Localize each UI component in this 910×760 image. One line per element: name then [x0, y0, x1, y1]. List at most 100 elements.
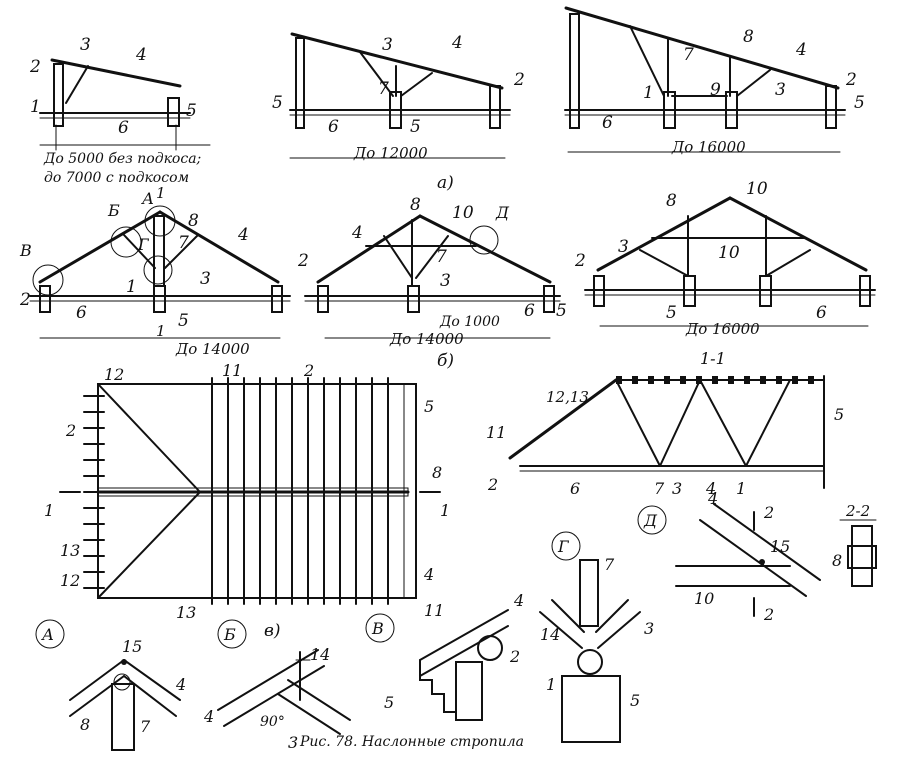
svg-text:4: 4: [451, 33, 463, 53]
svg-text:Г: Г: [557, 537, 570, 556]
svg-text:10: 10: [694, 589, 714, 608]
svg-text:В: В: [19, 241, 32, 260]
svg-text:6: 6: [524, 301, 535, 321]
section-purlin: [792, 376, 798, 384]
caption: Рис. 78. Наслонные стропила: [299, 734, 524, 750]
svg-text:8: 8: [432, 463, 442, 482]
svg-text:14: 14: [540, 625, 560, 644]
svg-text:6: 6: [816, 303, 827, 323]
section-1-1: 1-1: [700, 349, 726, 368]
span-a3: До 16000: [671, 138, 746, 156]
svg-text:3: 3: [382, 35, 393, 55]
section-purlin: [728, 376, 734, 384]
post-left: [53, 63, 64, 127]
svg-text:Г: Г: [137, 235, 150, 254]
section-purlin: [760, 376, 766, 384]
fig-a3: 1 7 9 8 3 4 2 5 6 До 16000: [564, 6, 865, 156]
svg-text:6: 6: [76, 303, 87, 323]
svg-text:6: 6: [602, 113, 613, 133]
svg-text:7: 7: [683, 45, 694, 65]
svg-text:5: 5: [424, 397, 434, 416]
svg-text:7: 7: [178, 233, 189, 253]
svg-text:5: 5: [834, 405, 844, 424]
svg-text:11: 11: [424, 601, 444, 620]
node-detail-G: Г 7 14 3 1 5: [539, 531, 654, 743]
fig-a2: 5 3 4 7 2 6 5 До 12000: [272, 32, 525, 162]
svg-text:2: 2: [65, 421, 76, 440]
svg-text:10: 10: [452, 203, 474, 223]
svg-text:5: 5: [384, 693, 394, 712]
svg-text:5: 5: [272, 93, 283, 113]
svg-text:2: 2: [509, 647, 520, 666]
svg-text:7: 7: [378, 79, 389, 99]
svg-text:3: 3: [644, 619, 654, 638]
node-detail-D: Д 4 15 10 2 2: [637, 489, 821, 624]
span-a1: До 5000 без подкоса;: [43, 151, 201, 167]
node-detail-A: А 15 4 8 7: [35, 619, 186, 751]
svg-text:1: 1: [736, 479, 746, 498]
sub-v: в): [264, 621, 281, 641]
svg-text:7: 7: [436, 247, 447, 267]
svg-text:8: 8: [666, 191, 677, 211]
svg-text:4: 4: [351, 223, 363, 243]
lbl-1213: 12,13: [546, 388, 589, 406]
section-purlin: [776, 376, 782, 384]
plan-v: 1 1 12 11 2 5 2 8 4 13 12 13: [44, 361, 450, 622]
span-a1b: до 7000 с подкосом: [44, 170, 189, 186]
svg-text:11: 11: [486, 423, 506, 442]
svg-text:Д: Д: [643, 511, 658, 530]
lbl-4a: 4: [135, 45, 147, 65]
svg-text:2: 2: [303, 361, 314, 380]
section-purlin: [808, 376, 814, 384]
fig-b1: А Б Г В 8 7 4 3 1 2 6 5 1 1 До 14000: [19, 184, 291, 358]
lbl-3a: 3: [80, 35, 91, 55]
svg-text:10: 10: [746, 179, 768, 199]
section-purlin: [680, 376, 686, 384]
svg-text:3: 3: [288, 733, 298, 752]
sub-a: а): [437, 173, 454, 193]
svg-text:8: 8: [188, 211, 199, 231]
svg-text:В: В: [371, 619, 384, 638]
svg-text:6: 6: [570, 479, 580, 498]
section-purlin: [632, 376, 638, 384]
svg-text:5: 5: [410, 117, 421, 137]
svg-text:2: 2: [845, 70, 857, 90]
svg-text:7: 7: [654, 479, 665, 498]
lbl-6a: 6: [118, 118, 129, 138]
svg-text:4: 4: [795, 40, 807, 60]
sub-b: б): [437, 351, 454, 371]
span-b1: До 14000: [175, 340, 250, 358]
svg-text:1: 1: [126, 277, 137, 297]
svg-text:4: 4: [175, 675, 186, 694]
svg-text:8: 8: [832, 551, 842, 570]
svg-text:3: 3: [618, 237, 629, 257]
rafter: [50, 58, 182, 88]
svg-text:14: 14: [310, 645, 330, 664]
section-purlin: [664, 376, 670, 384]
section-1-1-drawing: 12,13 11 2 6 7 3 4 1 5: [486, 375, 844, 498]
node-detail-V: В 11 4 2 5: [365, 591, 524, 721]
svg-text:1: 1: [643, 83, 654, 103]
span-b3: До 16000: [685, 320, 760, 338]
section-purlin: [712, 376, 718, 384]
svg-text:5: 5: [630, 691, 640, 710]
lbl-1a: 1: [30, 97, 41, 117]
svg-text:7: 7: [604, 555, 615, 574]
svg-text:Б: Б: [223, 625, 236, 644]
svg-text:8: 8: [80, 715, 90, 734]
span-b2: До 14000: [389, 330, 464, 348]
svg-text:12: 12: [104, 365, 124, 384]
svg-text:13: 13: [176, 603, 196, 622]
node-detail-B: Б в) 14 4 90° 3: [203, 619, 351, 752]
svg-text:12: 12: [60, 571, 80, 590]
svg-text:15: 15: [122, 637, 142, 656]
svg-text:4: 4: [707, 489, 718, 508]
svg-text:1: 1: [156, 184, 166, 202]
svg-text:9: 9: [710, 80, 721, 100]
svg-text:4: 4: [237, 225, 249, 245]
svg-text:6: 6: [328, 117, 339, 137]
strut: [65, 65, 89, 104]
span-a2: До 12000: [353, 144, 428, 162]
